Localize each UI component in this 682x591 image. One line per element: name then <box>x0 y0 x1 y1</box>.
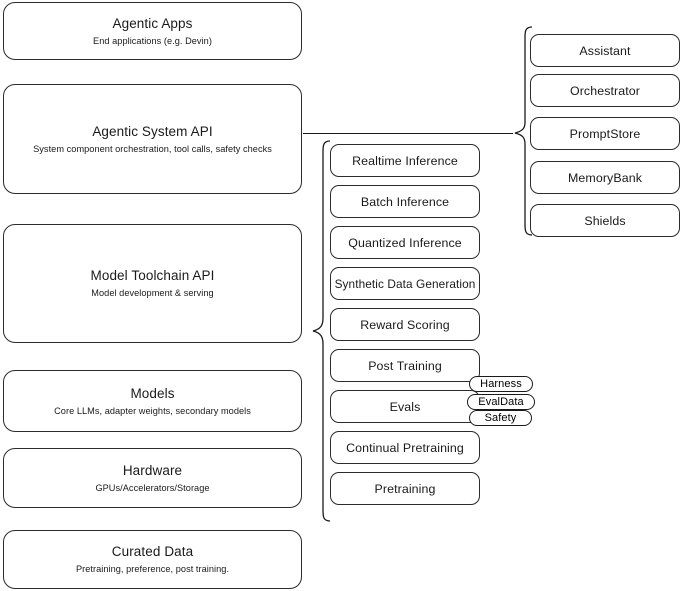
component-realtime-inference[interactable]: Realtime Inference <box>330 144 480 177</box>
layer-subtitle: Model development & serving <box>91 288 214 298</box>
layer-title: Agentic Apps <box>112 15 193 31</box>
layer-title: Models <box>130 385 175 401</box>
layer-agentic-system-api[interactable]: Agentic System API System component orch… <box>3 84 302 194</box>
layer-models[interactable]: Models Core LLMs, adapter weights, secon… <box>3 370 302 432</box>
component-assistant[interactable]: Assistant <box>530 34 680 67</box>
layer-subtitle: System component orchestration, tool cal… <box>33 143 272 154</box>
brace-system-components <box>514 26 533 236</box>
layer-title: Curated Data <box>111 544 194 559</box>
component-quantized-inference[interactable]: Quantized Inference <box>330 226 480 259</box>
layer-subtitle: Pretraining, preference, post training. <box>75 564 230 574</box>
layer-curated-data[interactable]: Curated Data Pretraining, preference, po… <box>3 530 302 589</box>
layer-title: Agentic System API <box>92 123 213 139</box>
component-pretraining[interactable]: Pretraining <box>330 472 480 505</box>
component-shields[interactable]: Shields <box>530 204 680 237</box>
layer-agentic-apps[interactable]: Agentic Apps End applications (e.g. Devi… <box>3 2 302 60</box>
layer-title: Hardware <box>122 462 183 478</box>
layer-model-toolchain-api[interactable]: Model Toolchain API Model development & … <box>3 224 302 343</box>
eval-subcomponent-harness[interactable]: Harness <box>469 376 533 392</box>
component-evals[interactable]: Evals <box>330 390 480 423</box>
component-synthetic-data-generation[interactable]: Synthetic Data Generation <box>330 267 480 300</box>
layer-subtitle: GPUs/Accelerators/Storage <box>95 482 210 493</box>
layer-subtitle: Core LLMs, adapter weights, secondary mo… <box>54 405 251 416</box>
layer-subtitle: End applications (e.g. Devin) <box>93 35 212 46</box>
connector-system-api-to-components <box>303 133 513 135</box>
component-post-training[interactable]: Post Training <box>330 349 480 382</box>
component-promptstore[interactable]: PromptStore <box>530 117 680 150</box>
component-batch-inference[interactable]: Batch Inference <box>330 185 480 218</box>
layer-title: Model Toolchain API <box>90 268 215 283</box>
brace-toolchain <box>312 140 331 522</box>
eval-subcomponent-evaldata[interactable]: EvalData <box>467 394 535 410</box>
component-memorybank[interactable]: MemoryBank <box>530 161 680 194</box>
layer-hardware[interactable]: Hardware GPUs/Accelerators/Storage <box>3 448 302 508</box>
eval-subcomponent-safety[interactable]: Safety <box>469 410 532 426</box>
component-continual-pretraining[interactable]: Continual Pretraining <box>330 431 480 464</box>
component-reward-scoring[interactable]: Reward Scoring <box>330 308 480 341</box>
component-orchestrator[interactable]: Orchestrator <box>530 74 680 107</box>
